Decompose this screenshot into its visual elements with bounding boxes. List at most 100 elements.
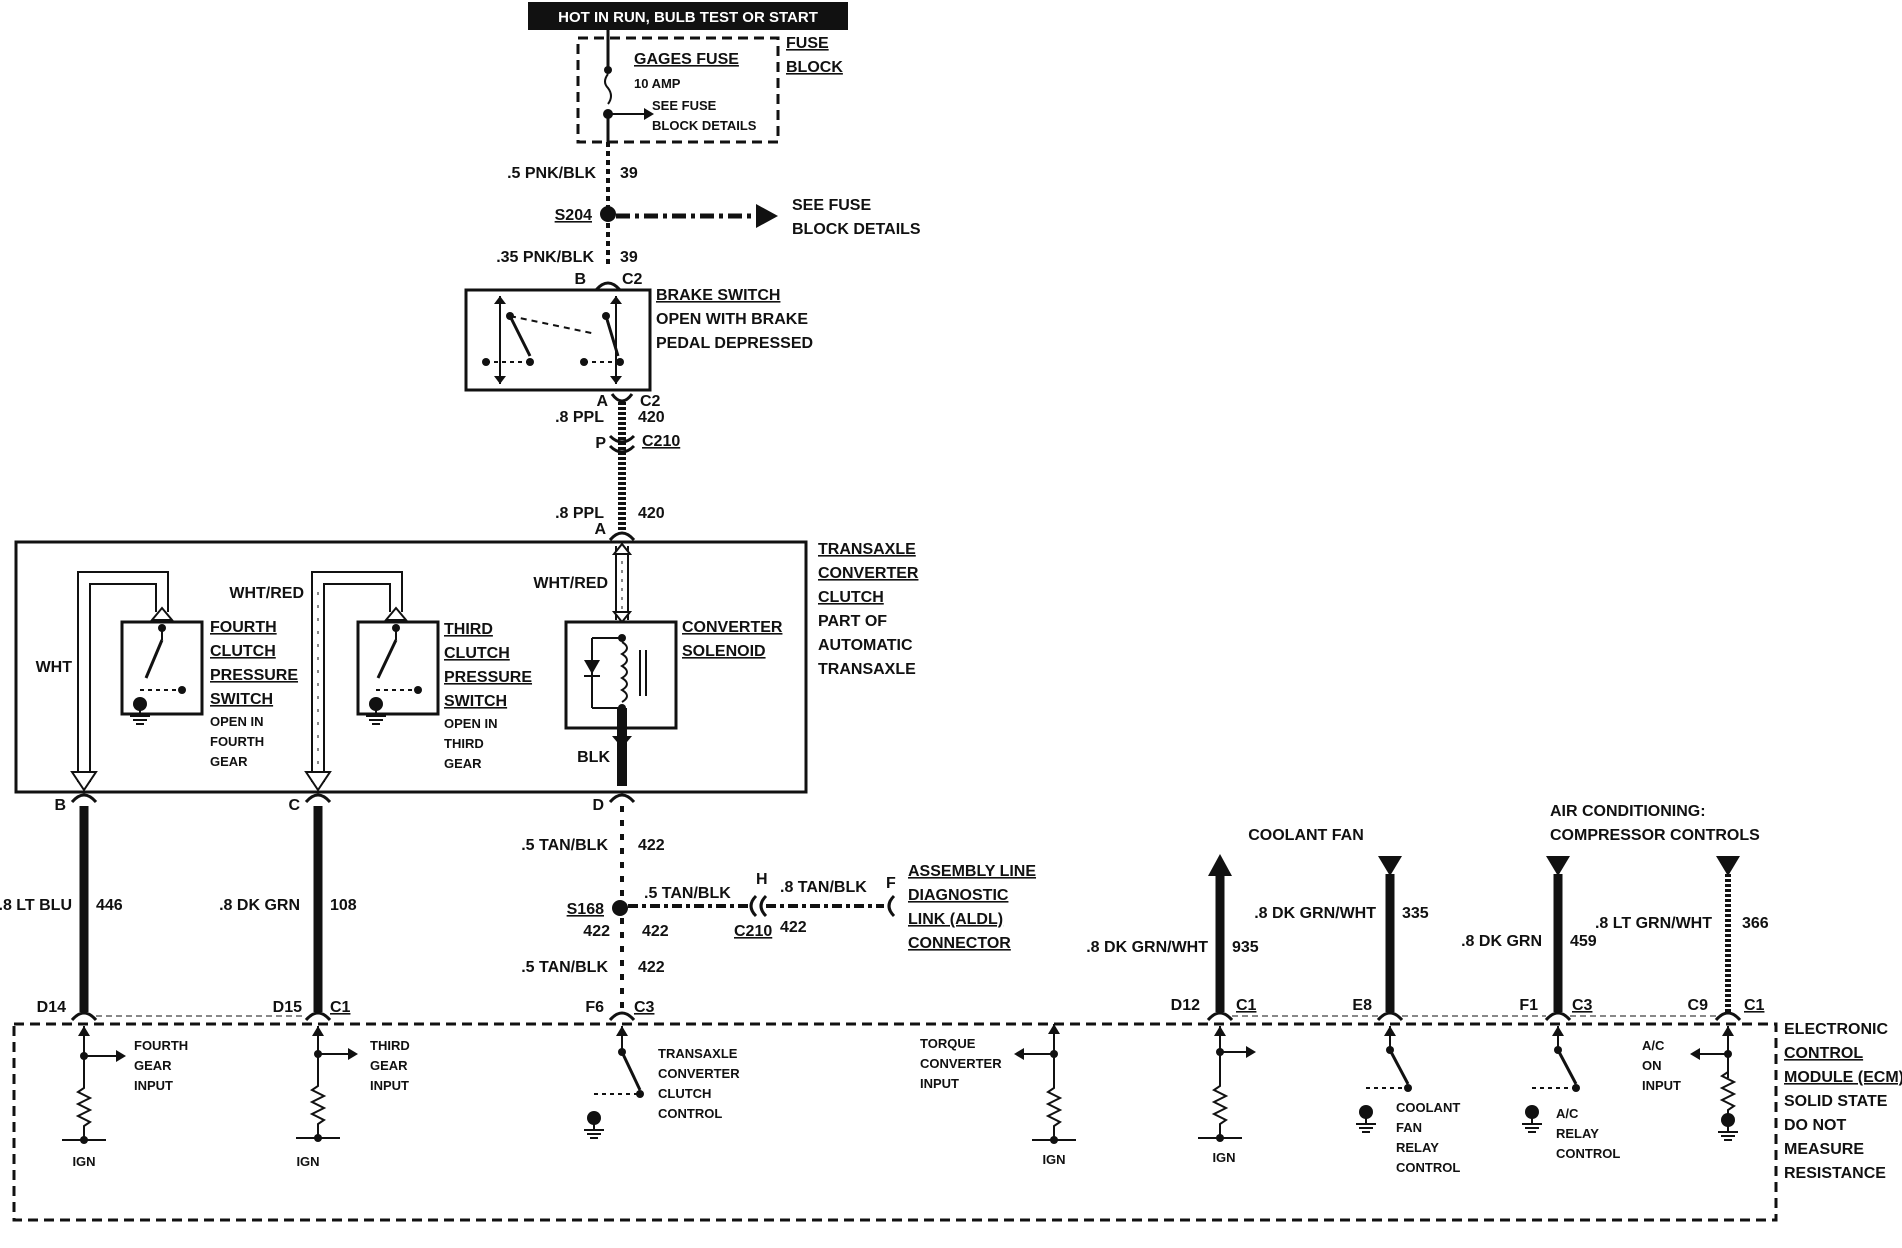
blk-label: BLK (577, 749, 610, 766)
aldl-label-1: ASSEMBLY LINE (908, 863, 1036, 880)
ecm-torque-input: IGN TORQUE CONVERTER INPUT (920, 1024, 1076, 1167)
wire-422d-gauge: .8 TAN/BLK (780, 879, 867, 896)
third-label-7: GEAR (444, 756, 482, 771)
ecm-conn-c3a: C3 (634, 999, 655, 1016)
ac-label-2: COMPRESSOR CONTROLS (1550, 827, 1760, 844)
tx-label-4: PART OF (818, 613, 887, 630)
ecm-pin-d14: D14 (37, 999, 66, 1016)
ecm-conn-c1b: C1 (1236, 997, 1257, 1014)
aldl-pin-h: H (756, 871, 768, 888)
torque-3: INPUT (920, 1076, 959, 1091)
ac-relay-3: CONTROL (1556, 1146, 1620, 1161)
coolant-fan-wires: COOLANT FAN .8 DK GRN/WHT 935 .8 DK GRN/… (1086, 827, 1429, 1012)
third-label-5: OPEN IN (444, 716, 497, 731)
fourth-gear-2: GEAR (134, 1058, 172, 1073)
ecm-conn-c3b: C3 (1572, 997, 1593, 1014)
aldl-pin-f: F (886, 875, 896, 892)
aldl-label-2: DIAGNOSTIC (908, 887, 1009, 904)
wire-422b-num: 422 (642, 923, 669, 940)
cfan-relay-1: COOLANT (1396, 1100, 1460, 1115)
third-label-2: CLUTCH (444, 645, 510, 662)
aldl-label-4: CONNECTOR (908, 935, 1011, 952)
wht-label: WHT (36, 659, 73, 676)
wire-935-gauge: .8 DK GRN/WHT (1086, 939, 1208, 956)
wire-420a-gauge: .8 PPL (555, 409, 604, 426)
ecm-ac-relay: A/C RELAY CONTROL (1521, 1026, 1620, 1161)
splice-s204-label: S204 (555, 207, 592, 224)
wht-red-label-1: WHT/RED (229, 585, 304, 602)
wire-420a-num: 420 (638, 409, 665, 426)
wire-422: .5 TAN/BLK 422 S168 .5 TAN/BLK 422 H C21… (521, 806, 1036, 1012)
wire-39a-num: 39 (620, 165, 638, 182)
ac-on-1: A/C (1642, 1038, 1665, 1053)
ecm-coolant-input: IGN (1198, 1026, 1256, 1165)
c210-label: C210 (642, 433, 680, 450)
ac-on-3: INPUT (1642, 1078, 1681, 1093)
tcc-2: CONVERTER (658, 1066, 740, 1081)
ac-label-1: AIR CONDITIONING: (1550, 803, 1706, 820)
fourth-label-3: PRESSURE (210, 667, 298, 684)
wire-108-num: 108 (330, 897, 357, 914)
third-gear-1: THIRD (370, 1038, 410, 1053)
wire-459-num: 459 (1570, 933, 1597, 950)
brake-switch: B C2 BRAKE SWITCH OPEN WITH BRAKE PEDAL … (464, 271, 813, 410)
tcc-4: CONTROL (658, 1106, 722, 1121)
fourth-label-5: OPEN IN (210, 714, 263, 729)
brake-label-1: BRAKE SWITCH (656, 287, 780, 304)
s204-see-2: BLOCK DETAILS (792, 221, 921, 238)
brake-pin-a: A (596, 393, 608, 410)
brake-c2-bot: C2 (640, 393, 661, 410)
third-label-4: SWITCH (444, 693, 507, 710)
ecm-title-2: CONTROL (1784, 1045, 1863, 1062)
cfan-relay-4: CONTROL (1396, 1160, 1460, 1175)
ecm-ac-on-input: A/C ON INPUT (1642, 1026, 1739, 1141)
wire-39: .5 PNK/BLK 39 S204 SEE FUSE BLOCK DETAIL… (496, 142, 921, 268)
tx-label-1: TRANSAXLE (818, 541, 916, 558)
tx-label-5: AUTOMATIC (818, 637, 913, 654)
ecm-coolant-relay: COOLANT FAN RELAY CONTROL (1355, 1026, 1460, 1175)
wire-39b-gauge: .35 PNK/BLK (496, 249, 594, 266)
ecm-box: ELECTRONIC CONTROL MODULE (ECM) SOLID ST… (12, 1021, 1902, 1222)
wire-422c-gauge: .5 TAN/BLK (521, 959, 608, 976)
wire-446: .8 LT BLU 446 (0, 806, 123, 1012)
sol-label-1: CONVERTER (682, 619, 783, 636)
fourth-gear-3: INPUT (134, 1078, 173, 1093)
ecm-pin-d15: D15 (273, 999, 302, 1016)
converter-solenoid: WHT/RED BLK CONVERTER SOLENOID (533, 542, 783, 786)
fourth-label-7: GEAR (210, 754, 248, 769)
aldl-c210: C210 (734, 923, 772, 940)
cfan-relay-3: RELAY (1396, 1140, 1439, 1155)
wire-108-gauge: .8 DK GRN (219, 897, 300, 914)
third-label-6: THIRD (444, 736, 484, 751)
ecm-tcc-control: TRANSAXLE CONVERTER CLUTCH CONTROL (583, 1026, 740, 1139)
fourth-label-1: FOURTH (210, 619, 277, 636)
ac-wires: AIR CONDITIONING: COMPRESSOR CONTROLS .8… (1461, 803, 1769, 1012)
tx-label-2: CONVERTER (818, 565, 919, 582)
power-banner-text: HOT IN RUN, BULB TEST OR START (558, 9, 818, 26)
ecm-title-4: SOLID STATE (1784, 1093, 1888, 1110)
ign-1: IGN (72, 1154, 95, 1169)
torque-1: TORQUE (920, 1036, 976, 1051)
wire-39b-num: 39 (620, 249, 638, 266)
s204-see-1: SEE FUSE (792, 197, 871, 214)
wire-422c-num: 422 (638, 959, 665, 976)
tx-pin-d: D (592, 797, 604, 814)
ecm-pin-f1: F1 (1519, 997, 1538, 1014)
ecm-title-5: DO NOT (1784, 1117, 1846, 1134)
wire-446-num: 446 (96, 897, 123, 914)
fuse-block: GAGES FUSE 10 AMP SEE FUSE BLOCK DETAILS… (576, 30, 843, 144)
brake-label-3: PEDAL DEPRESSED (656, 335, 813, 352)
ign-4: IGN (1212, 1150, 1235, 1165)
power-banner: HOT IN RUN, BULB TEST OR START (528, 2, 848, 30)
wire-446-gauge: .8 LT BLU (0, 897, 72, 914)
third-gear-2: GEAR (370, 1058, 408, 1073)
fuse-block-label-2: BLOCK (786, 59, 843, 76)
ecm-third-gear-input: IGN THIRD GEAR INPUT (296, 1026, 410, 1169)
fourth-label-2: CLUTCH (210, 643, 276, 660)
fourth-label-4: SWITCH (210, 691, 273, 708)
third-label-3: PRESSURE (444, 669, 532, 686)
ecm-fourth-gear-input: IGN FOURTH GEAR INPUT (62, 1026, 188, 1169)
ac-relay-2: RELAY (1556, 1126, 1599, 1141)
wire-459-gauge: .8 DK GRN (1461, 933, 1542, 950)
